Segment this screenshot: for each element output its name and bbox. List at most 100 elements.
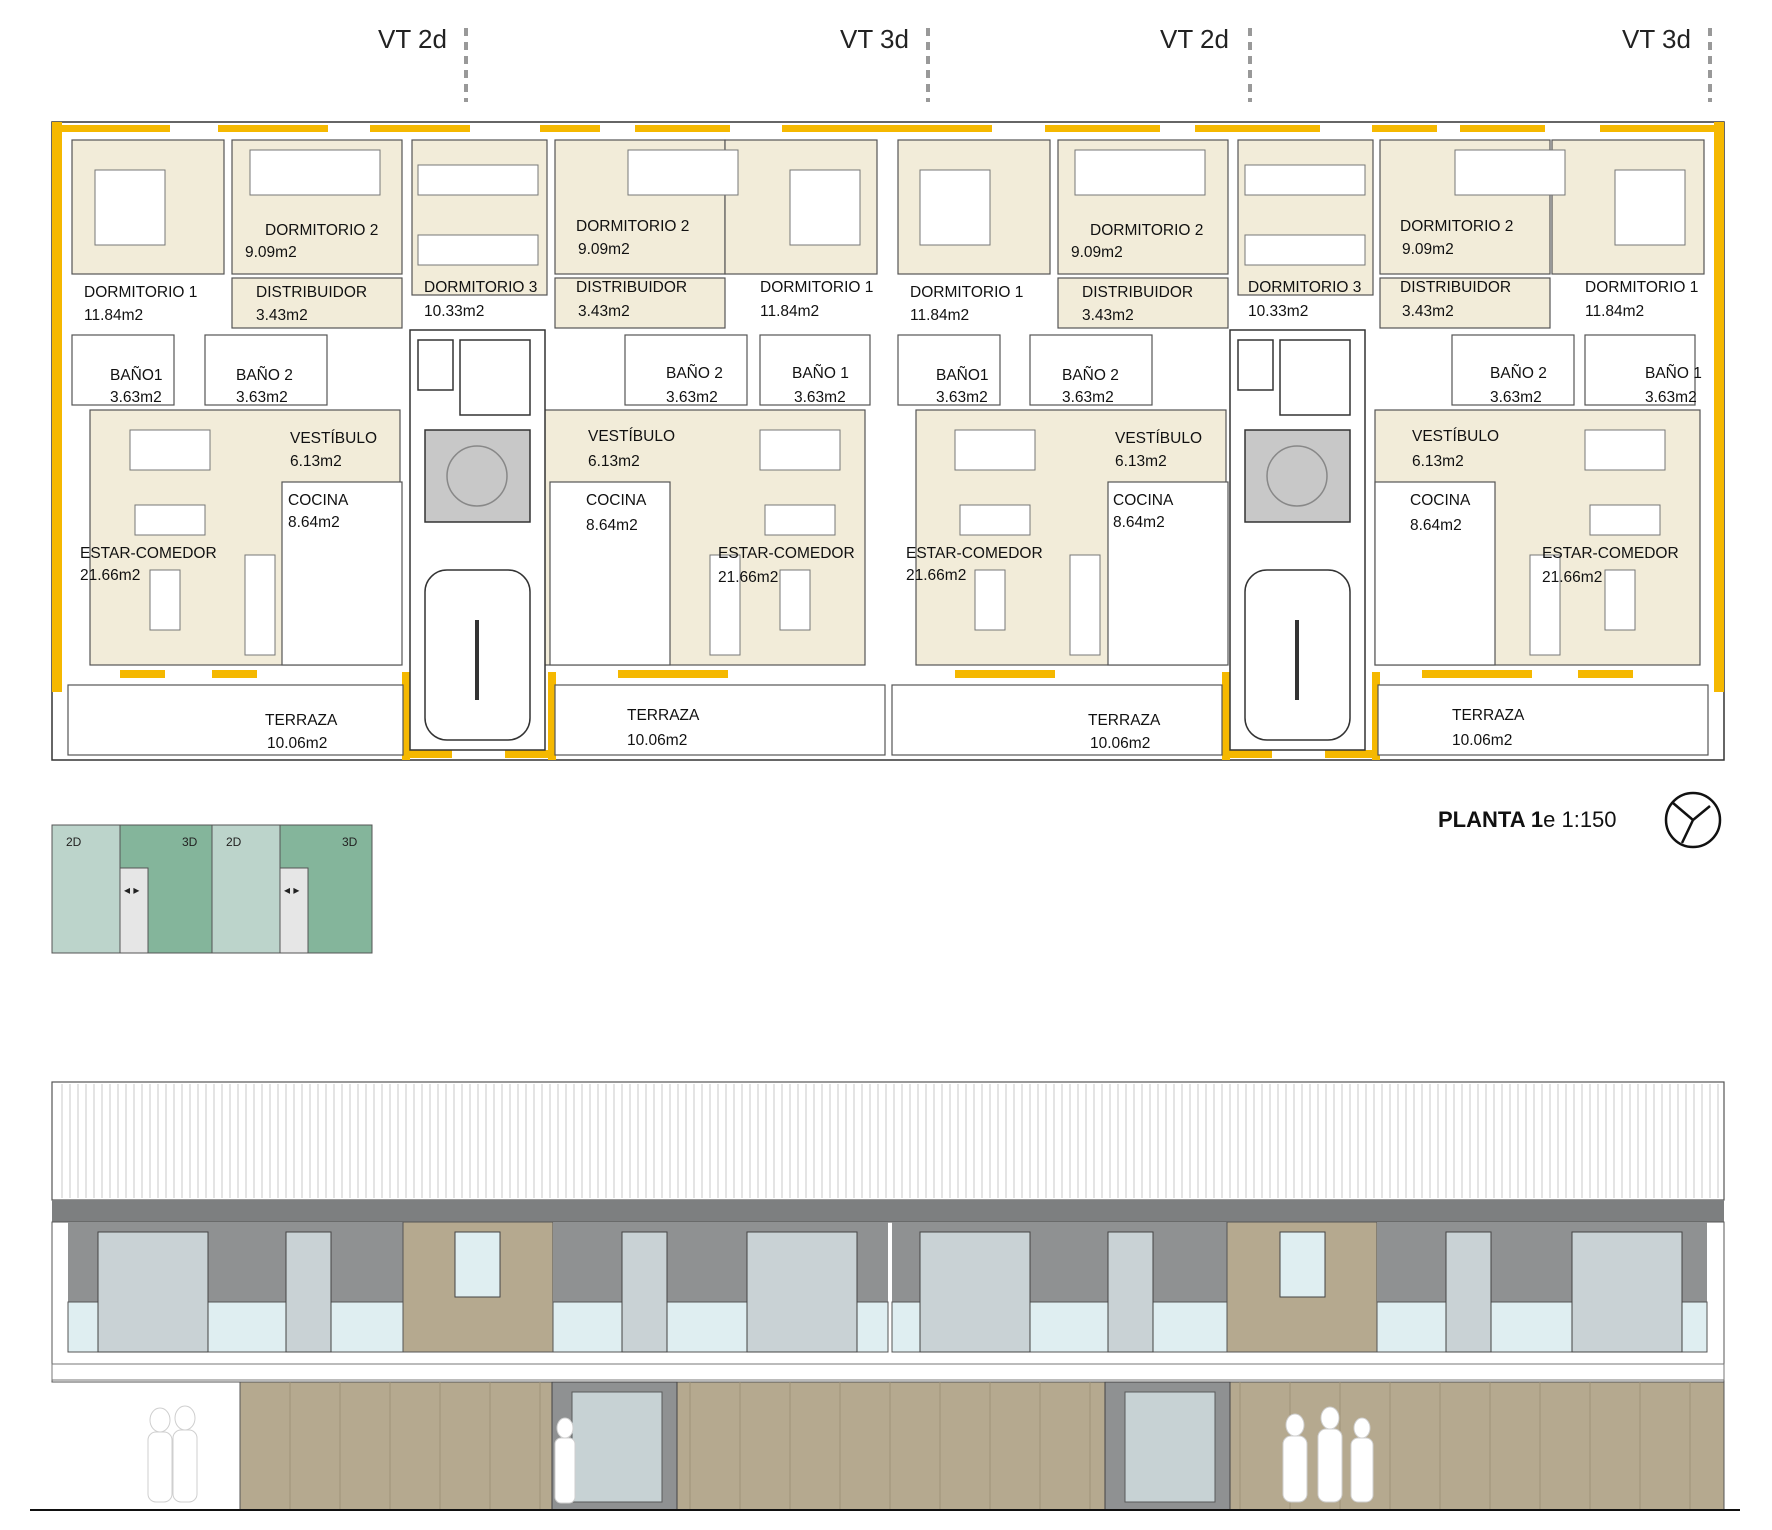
room-name: DORMITORIO 2 [576,218,689,235]
unit-label: VT 2d [1160,24,1229,54]
room-area: 8.64m2 [1410,517,1462,534]
drawing-title: PLANTA 1e 1:150 [1438,807,1617,832]
room-area: 3.43m2 [578,303,630,320]
north-arrow-icon [1664,791,1722,849]
room-area: 10.33m2 [1248,303,1308,320]
room-name: VESTÍBULO [1115,430,1202,447]
room-labels-unit-1: DORMITORIO 2 9.09m2 DORMITORIO 1 11.84m2… [80,222,378,752]
room-name: TERRAZA [1452,707,1525,724]
room-name: BAÑO1 [110,367,163,384]
room-name: TERRAZA [265,712,338,729]
room-area: 11.84m2 [760,303,819,320]
room-area: 3.63m2 [936,389,988,406]
room-name: VESTÍBULO [290,430,377,447]
legend-arrow-icon: ◂ ▸ [284,883,299,897]
room-name: BAÑO 1 [1645,365,1702,382]
room-name: BAÑO 2 [666,365,723,382]
room-area: 10.33m2 [424,303,484,320]
unit-label: VT 2d [378,24,447,54]
furniture [94,149,1686,656]
room-name: COCINA [1113,492,1174,509]
room-name: DORMITORIO 3 [1248,279,1361,296]
room-area: 8.64m2 [288,514,340,531]
room-area: 3.63m2 [666,389,718,406]
room-area: 6.13m2 [290,453,342,470]
room-area: 3.43m2 [1082,307,1134,324]
room-area: 3.63m2 [1062,389,1114,406]
room-area: 6.13m2 [1412,453,1464,470]
legend-label: 3D [342,835,358,849]
room-area: 9.09m2 [1071,244,1123,261]
room-name: BAÑO1 [936,367,989,384]
unit-type-legend [51,824,373,954]
room-name: ESTAR-COMEDOR [1542,545,1679,562]
legend-label: 3D [182,835,198,849]
room-name: COCINA [586,492,647,509]
room-area: 9.09m2 [578,241,630,258]
room-area: 10.06m2 [627,732,687,749]
room-name: ESTAR-COMEDOR [718,545,855,562]
room-name: DORMITORIO 3 [424,279,537,296]
room-name: DORMITORIO 1 [1585,279,1698,296]
room-name: ESTAR-COMEDOR [80,545,217,562]
room-labels-unit-2: DORMITORIO 3 10.33m2 DORMITORIO 2 9.09m2… [424,218,873,749]
room-area: 21.66m2 [80,567,140,584]
room-name: DISTRIBUIDOR [256,284,367,301]
legend-label: 2D [66,835,82,849]
unit-label: VT 3d [840,24,909,54]
facade-walls [52,122,1724,760]
stair-cores [409,329,1366,751]
room-area: 9.09m2 [1402,241,1454,258]
room-area: 8.64m2 [586,517,638,534]
room-area: 10.06m2 [1452,732,1512,749]
unit-headers: VT 2d VT 3d VT 2d VT 3d [378,24,1712,102]
room-area: 3.63m2 [1645,389,1697,406]
room-area: 11.84m2 [84,307,143,324]
room-area: 3.63m2 [1490,389,1542,406]
room-name: BAÑO 2 [236,367,293,384]
room-name: VESTÍBULO [1412,428,1499,445]
room-area: 9.09m2 [245,244,297,261]
room-area: 3.43m2 [1402,303,1454,320]
room-name: COCINA [1410,492,1471,509]
room-name: COCINA [288,492,349,509]
room-area: 6.13m2 [1115,453,1167,470]
room-name: DORMITORIO 2 [1090,222,1203,239]
room-area: 10.06m2 [1090,735,1150,752]
room-name: VESTÍBULO [588,428,675,445]
room-area: 3.43m2 [256,307,308,324]
room-area: 11.84m2 [1585,303,1644,320]
room-name: DISTRIBUIDOR [1400,279,1511,296]
room-name: BAÑO 2 [1062,367,1119,384]
room-name: DORMITORIO 2 [1400,218,1513,235]
room-name: ESTAR-COMEDOR [906,545,1043,562]
room-name: DISTRIBUIDOR [1082,284,1193,301]
terraces [67,684,1709,756]
room-name: DORMITORIO 1 [760,279,873,296]
unit-label: VT 3d [1622,24,1691,54]
room-area: 21.66m2 [1542,569,1602,586]
room-name: BAÑO 2 [1490,365,1547,382]
room-labels-unit-4: DORMITORIO 3 10.33m2 DORMITORIO 2 9.09m2… [1248,218,1702,749]
room-area: 3.63m2 [110,389,162,406]
room-name: TERRAZA [1088,712,1161,729]
room-area: 21.66m2 [718,569,778,586]
room-name: DORMITORIO 1 [84,284,197,301]
room-name: TERRAZA [627,707,700,724]
room-labels-unit-3: DORMITORIO 2 9.09m2 DORMITORIO 1 11.84m2… [906,222,1203,752]
room-area: 8.64m2 [1113,514,1165,531]
legend-arrow-icon: ◂ ▸ [124,883,139,897]
room-name: DORMITORIO 1 [910,284,1023,301]
room-name: BAÑO 1 [792,365,849,382]
room-name: DORMITORIO 2 [265,222,378,239]
room-area: 3.63m2 [794,389,846,406]
legend-label: 2D [226,835,242,849]
room-area: 11.84m2 [910,307,969,324]
facade-elevation [30,1081,1740,1511]
room-area: 3.63m2 [236,389,288,406]
room-area: 6.13m2 [588,453,640,470]
room-area: 21.66m2 [906,567,966,584]
room-area: 10.06m2 [267,735,327,752]
room-name: DISTRIBUIDOR [576,279,687,296]
